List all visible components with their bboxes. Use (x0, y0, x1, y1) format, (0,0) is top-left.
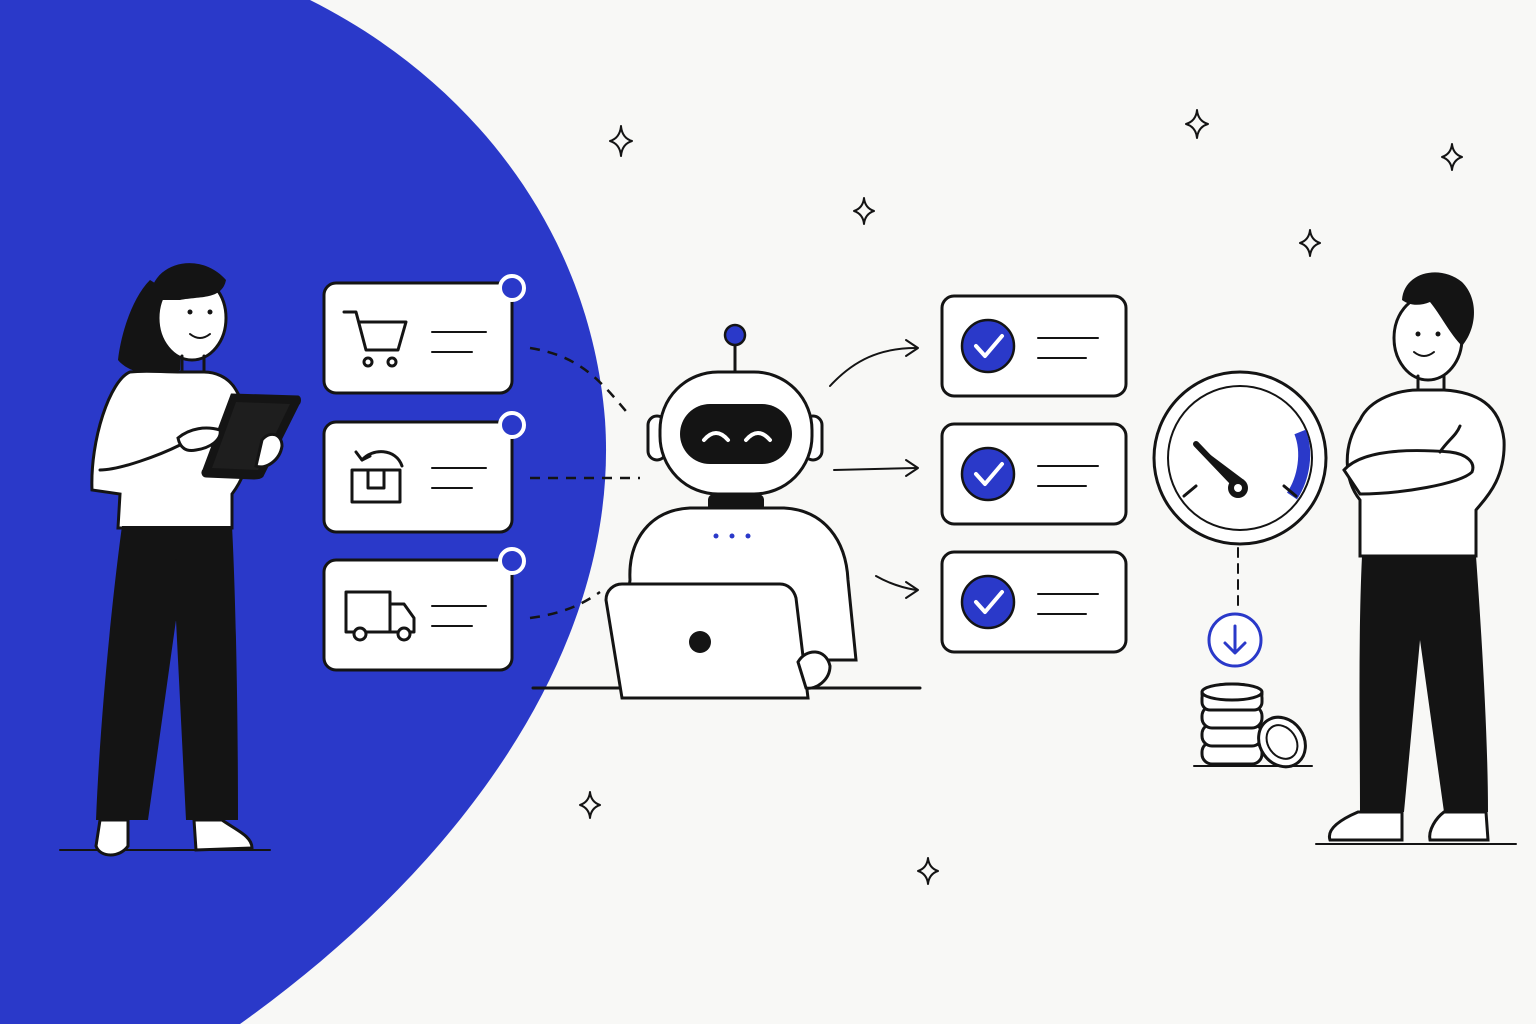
outgoing-arrows (829, 339, 919, 599)
sparkle-icon (853, 197, 875, 225)
antenna-light (723, 323, 747, 347)
coin-stack-icon (1193, 682, 1313, 769)
resolved-card[interactable] (940, 550, 1128, 654)
pending-status-dot (498, 411, 526, 439)
blue-background-shape (0, 0, 607, 1024)
request-card[interactable] (322, 274, 526, 395)
down-arrow-icon (1207, 612, 1263, 668)
request-card[interactable] (322, 411, 526, 534)
gauge-level-arc (1286, 429, 1311, 500)
resolved-card[interactable] (940, 422, 1128, 526)
check-circle-icon (960, 446, 1016, 502)
sparkles (579, 109, 1463, 885)
resolved-cards (940, 294, 1128, 654)
sparkle-icon (1299, 229, 1321, 257)
sparkle-icon (609, 125, 633, 157)
delivery-truck-icon (344, 590, 416, 642)
request-card[interactable] (322, 547, 526, 672)
speedometer-icon (1152, 370, 1328, 546)
woman-with-tablet (59, 263, 301, 857)
check-circle-icon (960, 318, 1016, 374)
incoming-connectors (529, 346, 640, 620)
request-cards (322, 274, 526, 672)
support-robot-with-laptop (531, 323, 922, 700)
robot-face-visor (680, 404, 792, 464)
sparkle-icon (579, 791, 601, 819)
resolved-card[interactable] (940, 294, 1128, 398)
sparkle-icon (917, 857, 939, 885)
sparkle-icon (1185, 109, 1209, 139)
check-circle-icon (960, 574, 1016, 630)
package-return-icon (350, 450, 404, 504)
man-arms-crossed (1315, 272, 1517, 845)
pending-status-dot (498, 274, 526, 302)
pending-status-dot (498, 547, 526, 575)
sparkle-icon (1441, 143, 1463, 171)
shopping-cart-icon (342, 310, 408, 368)
